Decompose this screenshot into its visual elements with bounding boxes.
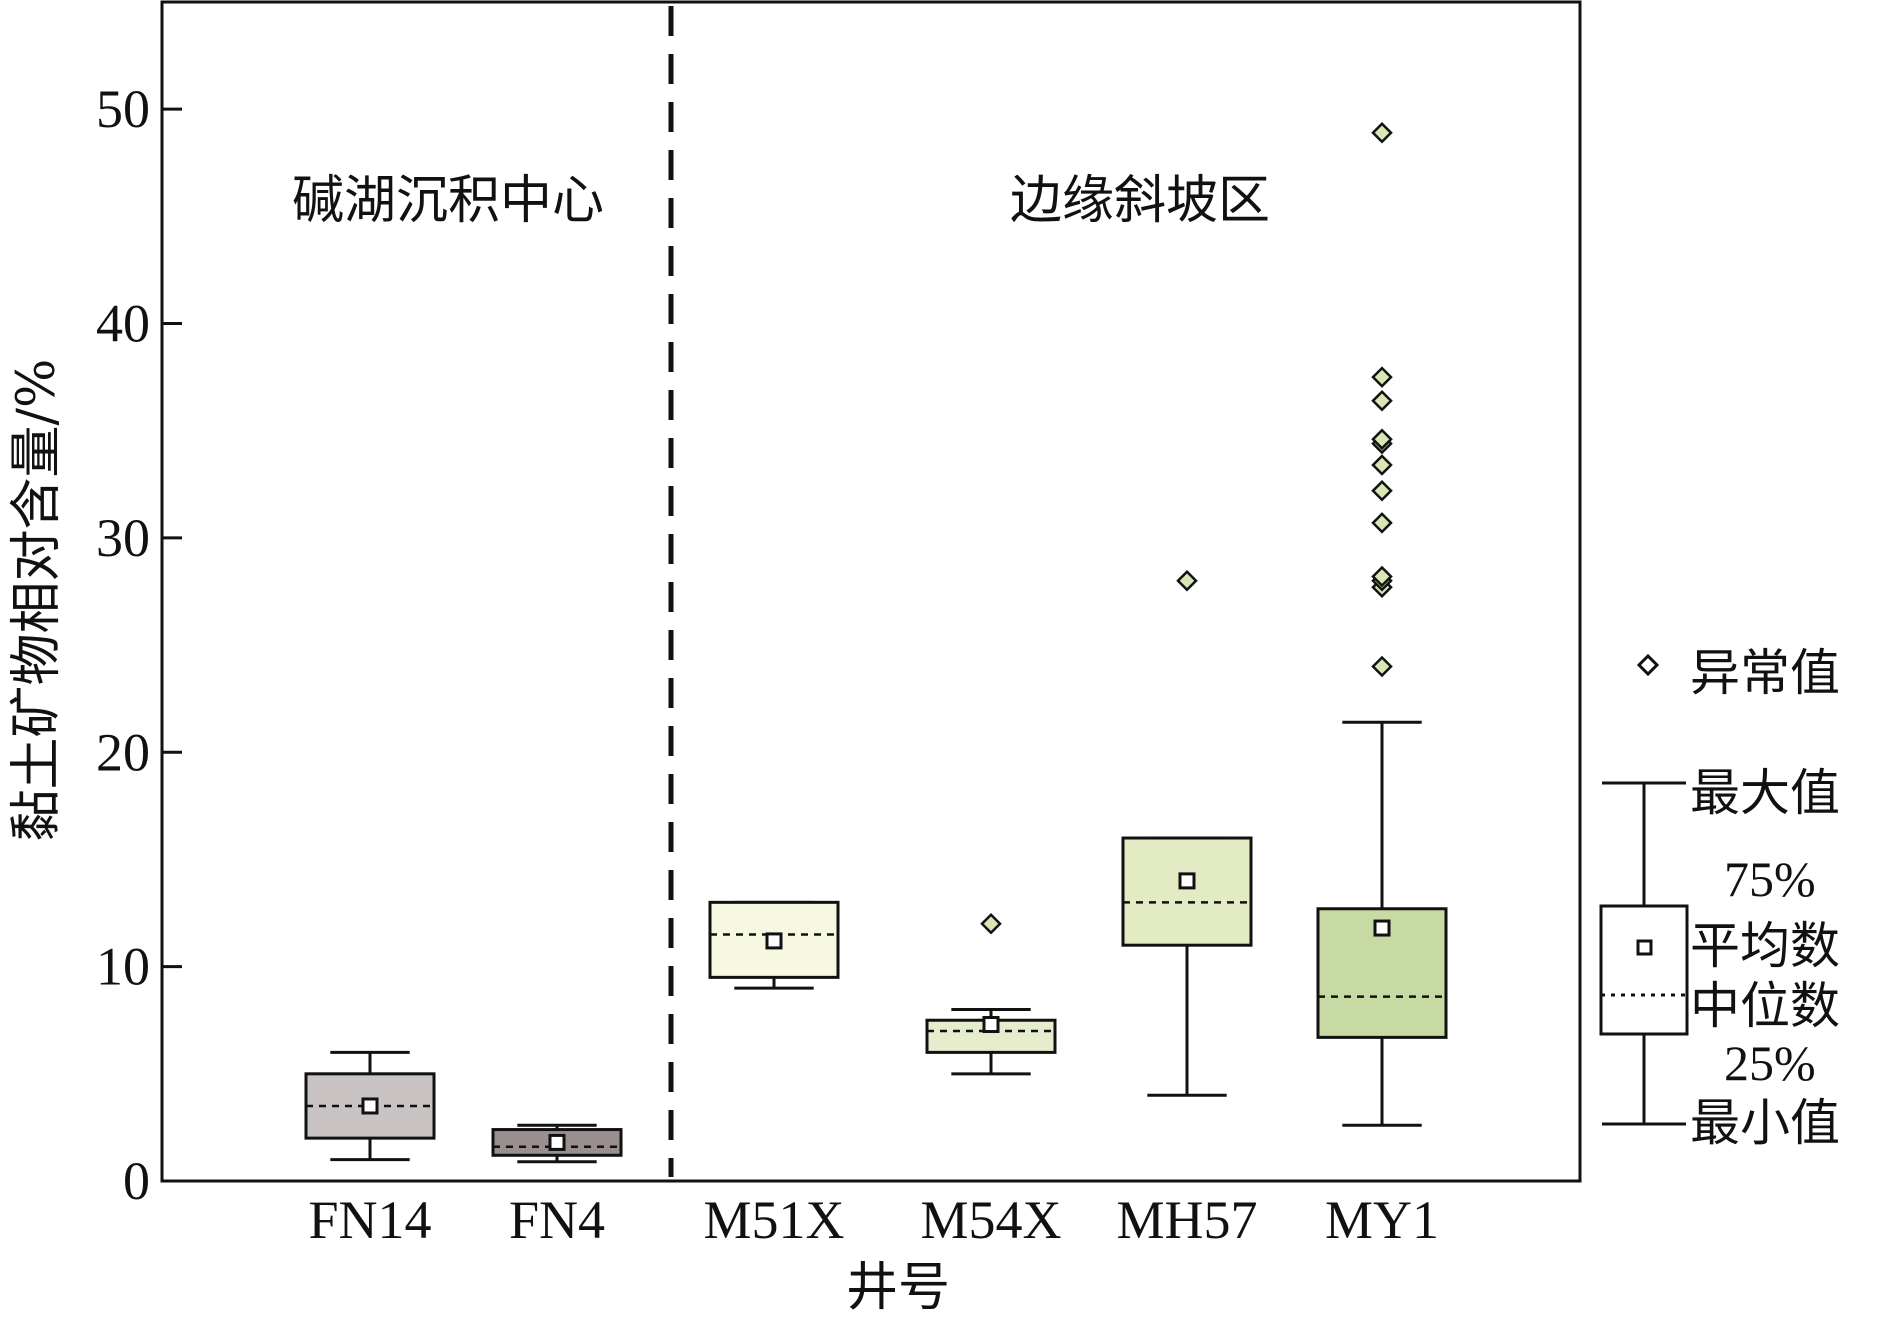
plot-frame: [160, 0, 1582, 1183]
y-tick-label: 20: [96, 722, 150, 782]
legend-min-label: 最小值: [1690, 1094, 1840, 1152]
legend-median-label: 中位数: [1690, 977, 1840, 1035]
box-series: [304, 121, 1448, 1164]
outlier-point: [1371, 655, 1393, 678]
legend-mean-label: 平均数: [1690, 917, 1840, 975]
outlier-point: [1176, 570, 1198, 592]
outlier-point: [1371, 454, 1393, 476]
x-tick-label: MY1: [1325, 1190, 1439, 1250]
outlier-point: [1371, 366, 1393, 388]
box-fn4: [491, 1123, 623, 1164]
legend-q1-label: 25%: [1724, 1035, 1816, 1091]
region-label-slope: 边缘斜坡区: [1010, 171, 1270, 231]
mean-marker: [765, 932, 783, 950]
outlier-point: [1371, 389, 1393, 412]
box-iqr: [1121, 836, 1253, 947]
box-mh57: [1121, 570, 1253, 1097]
outlier-point: [1371, 428, 1393, 451]
legend-mean-marker: [1636, 939, 1653, 956]
y-tick-label: 0: [123, 1151, 150, 1211]
y-axis: 0 10 20 30 40 50: [96, 79, 182, 1211]
y-tick-label: 30: [96, 508, 150, 568]
outlier-point: [980, 912, 1002, 935]
y-axis-title: 黏土矿物相对含量/%: [7, 359, 67, 842]
legend-q3-label: 75%: [1724, 851, 1816, 907]
y-tick-label: 40: [96, 294, 150, 354]
legend-outlier-label: 异常值: [1690, 644, 1840, 702]
box-fn14: [304, 1050, 436, 1162]
mean-marker: [1178, 872, 1196, 890]
box-m51x: [708, 900, 840, 990]
outlier-point: [1371, 512, 1393, 534]
mean-marker: [1373, 919, 1391, 937]
outlier-point: [1371, 565, 1393, 588]
mean-marker: [548, 1133, 566, 1151]
region-label-center: 碱湖沉积中心: [292, 171, 604, 231]
x-tick-label: FN14: [308, 1190, 431, 1250]
y-tick-label: 50: [96, 79, 150, 139]
box-iqr: [491, 1128, 623, 1157]
legend-max-label: 最大值: [1690, 764, 1840, 822]
x-axis-title: 井号: [846, 1258, 950, 1318]
y-tick-label: 10: [96, 937, 150, 997]
outlier-point: [1371, 121, 1393, 144]
x-tick-label: M54X: [920, 1190, 1061, 1250]
mean-marker: [361, 1097, 379, 1115]
legend: 异常值 最大值 75% 平均数 中位数 25% 最小值: [1599, 644, 1840, 1152]
mean-marker: [982, 1016, 1000, 1034]
legend-box: [1599, 904, 1689, 1036]
x-tick-label: MH57: [1116, 1190, 1257, 1250]
outlier-point: [1371, 479, 1393, 502]
box-my1: [1316, 121, 1448, 1127]
x-tick-label: M51X: [703, 1190, 844, 1250]
x-tick-label: FN4: [509, 1190, 605, 1250]
legend-outlier-marker: [1636, 653, 1660, 677]
x-axis: FN14 FN4 M51X M54X MH57 MY1: [308, 1190, 1439, 1250]
box-m54x: [925, 912, 1057, 1076]
